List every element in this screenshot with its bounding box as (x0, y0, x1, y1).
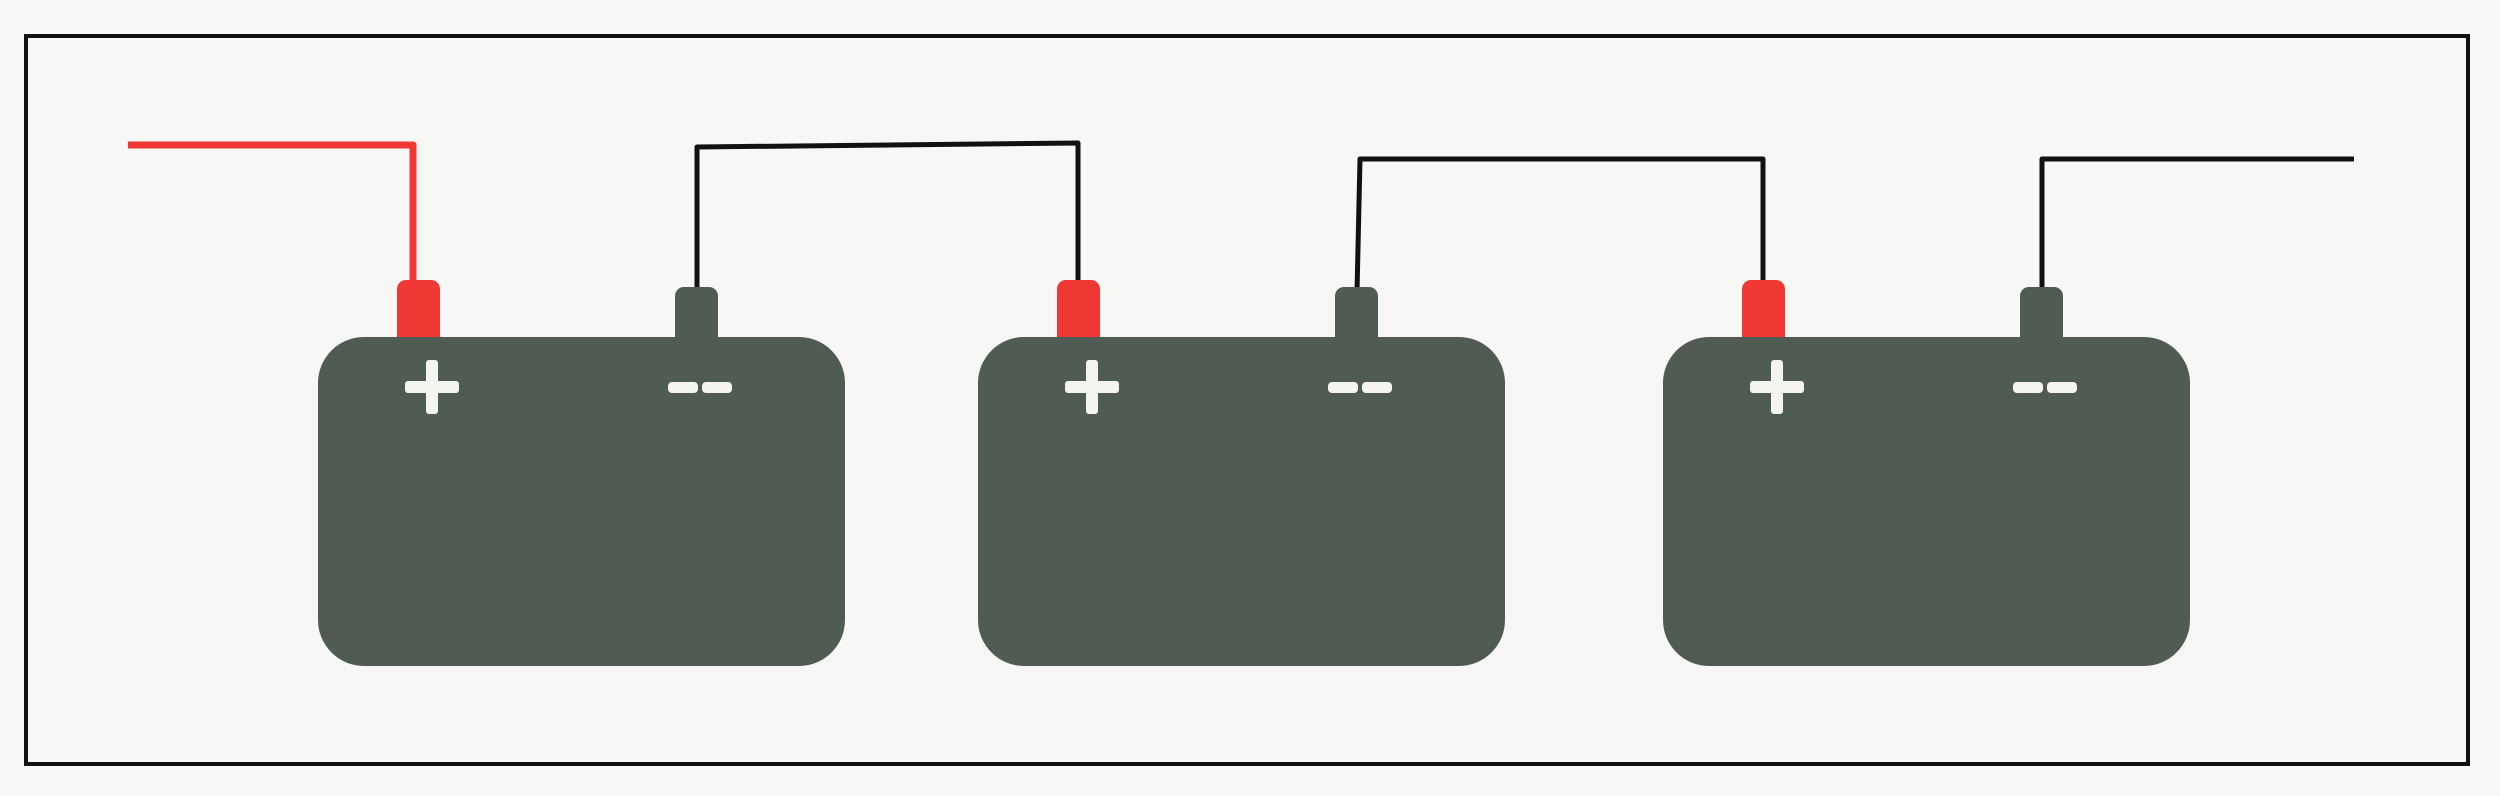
battery-body (318, 337, 845, 666)
plus-icon (1750, 360, 1804, 414)
minus-icon (2013, 382, 2077, 393)
wires (128, 140, 2354, 293)
batteries (318, 280, 2190, 666)
plus-icon (1065, 360, 1119, 414)
minus-icon (1328, 382, 1392, 393)
positive-terminal (397, 280, 440, 348)
plus-icon (405, 360, 459, 414)
diagram-frame (24, 34, 2470, 766)
battery-body (978, 337, 1505, 666)
series-wire-3 (2039, 156, 2354, 292)
series-wire-2 (1354, 156, 1766, 293)
battery-body (1663, 337, 2190, 666)
series-wire-1 (694, 140, 1081, 290)
positive-terminal (1057, 280, 1100, 348)
battery-3 (1663, 280, 2190, 666)
negative-terminal (675, 287, 718, 352)
negative-terminal (2020, 287, 2063, 352)
negative-terminal (1335, 287, 1378, 352)
positive-lead-wire (128, 141, 417, 282)
positive-terminal (1742, 280, 1785, 348)
battery-2 (978, 280, 1505, 666)
minus-icon (668, 382, 732, 393)
battery-1 (318, 280, 845, 666)
